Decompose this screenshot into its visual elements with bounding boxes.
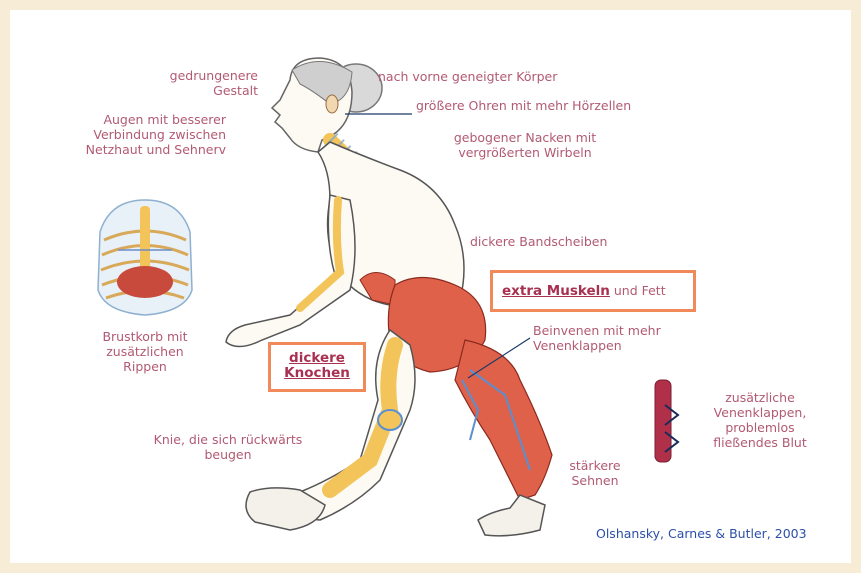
ribcage-illustration xyxy=(98,200,192,315)
arm-illustration xyxy=(226,195,355,347)
label-eyes: Augen mit besserer Verbindung zwischen N… xyxy=(40,112,226,157)
label-discs: dickere Bandscheiben xyxy=(470,234,670,249)
back-leg-illustration xyxy=(455,340,552,536)
label-bones: dickere Knochen xyxy=(271,351,363,381)
label-muscles: extra Muskeln und Fett xyxy=(502,283,692,299)
label-compact-build: gedrungenere Gestalt xyxy=(140,68,258,98)
label-valves: zusätzliche Venenklappen, problemlos fli… xyxy=(695,390,825,450)
label-knees: Knie, die sich rückwärts beugen xyxy=(128,432,328,462)
citation: Olshansky, Carnes & Butler, 2003 xyxy=(596,526,846,541)
label-ribcage: Brustkorb mit zusätzlichen Rippen xyxy=(80,329,210,374)
label-forward-body: nach vorne geneigter Körper xyxy=(378,69,648,84)
highlight-box-muscles: extra Muskeln und Fett xyxy=(490,270,696,312)
label-muscles-rest: und Fett xyxy=(610,283,666,298)
label-leg-veins: Beinvenen mit mehr Venenklappen xyxy=(533,323,703,353)
label-tendons: stärkere Sehnen xyxy=(555,458,635,488)
vein-valve-illustration xyxy=(655,380,678,462)
label-ears: größere Ohren mit mehr Hörzellen xyxy=(416,98,686,113)
highlight-box-bones: dickere Knochen xyxy=(268,342,366,392)
label-muscles-bold: extra Muskeln xyxy=(502,283,610,299)
label-neck: gebogener Nacken mit vergrößerten Wirbel… xyxy=(420,130,630,160)
